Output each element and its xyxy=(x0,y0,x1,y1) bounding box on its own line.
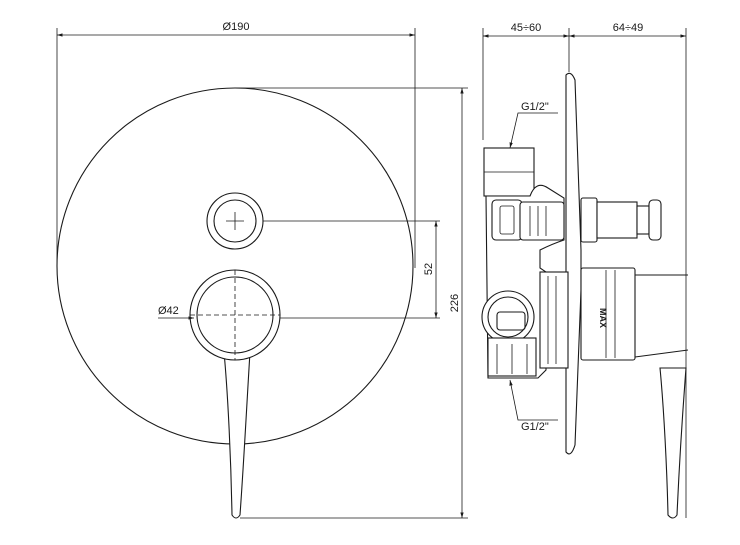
side-view: 45÷60 64÷49 xyxy=(481,22,689,519)
dim-handle-spacing: 52 xyxy=(423,263,435,275)
lever-handle xyxy=(189,269,281,519)
valve-body xyxy=(481,147,569,379)
dim-projection: 64÷49 xyxy=(613,22,644,34)
dim-overall-diameter: Ø190 xyxy=(223,21,250,33)
thread-top: G1/2" xyxy=(521,101,549,113)
diverter-knob-side xyxy=(580,197,662,243)
cover-plate-side xyxy=(565,72,582,455)
front-view: Ø190 226 52 Ø42 xyxy=(56,21,468,519)
lever-handle-side: MAX xyxy=(580,267,689,519)
dim-wall-depth: 45÷60 xyxy=(511,22,542,34)
dim-overall-height: 226 xyxy=(449,294,461,312)
max-marking: MAX xyxy=(598,308,608,328)
dim-handle-diameter: Ø42 xyxy=(158,305,179,317)
thread-bottom: G1/2" xyxy=(521,421,549,433)
diverter-knob xyxy=(206,192,264,250)
